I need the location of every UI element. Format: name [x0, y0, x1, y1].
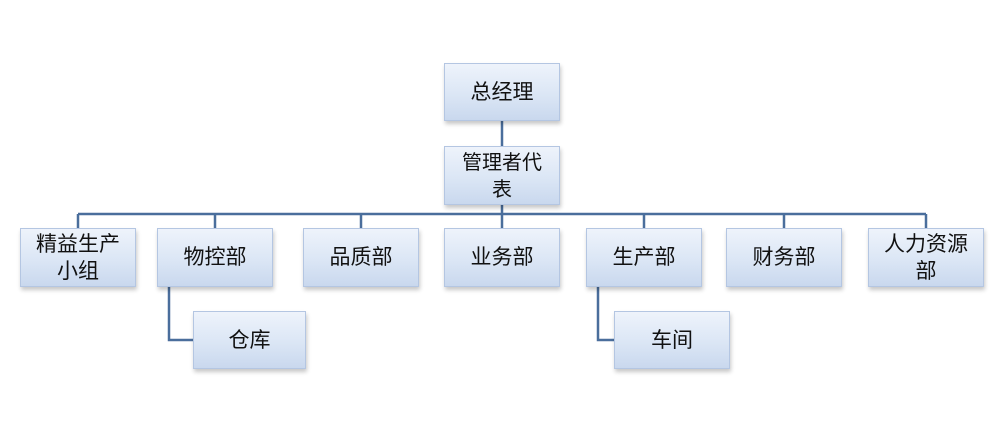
connector-wukong-to-cangku: [167, 287, 193, 342]
node-dept-business: 业务部: [444, 228, 560, 287]
node-management-representative: 管理者代表: [444, 146, 560, 205]
node-dept-human-resources: 人力资源部: [868, 228, 984, 287]
node-dept-quality: 品质部: [303, 228, 419, 287]
node-sub-warehouse: 仓库: [193, 311, 306, 369]
connector-shengchan-to-chejian: [596, 287, 614, 342]
node-sub-workshop: 车间: [614, 311, 730, 369]
node-dept-material-control: 物控部: [157, 228, 273, 287]
node-general-manager: 总经理: [444, 63, 560, 121]
node-dept-lean-production: 精益生产小组: [20, 228, 136, 287]
node-dept-finance: 财务部: [726, 228, 842, 287]
node-dept-production: 生产部: [586, 228, 702, 287]
